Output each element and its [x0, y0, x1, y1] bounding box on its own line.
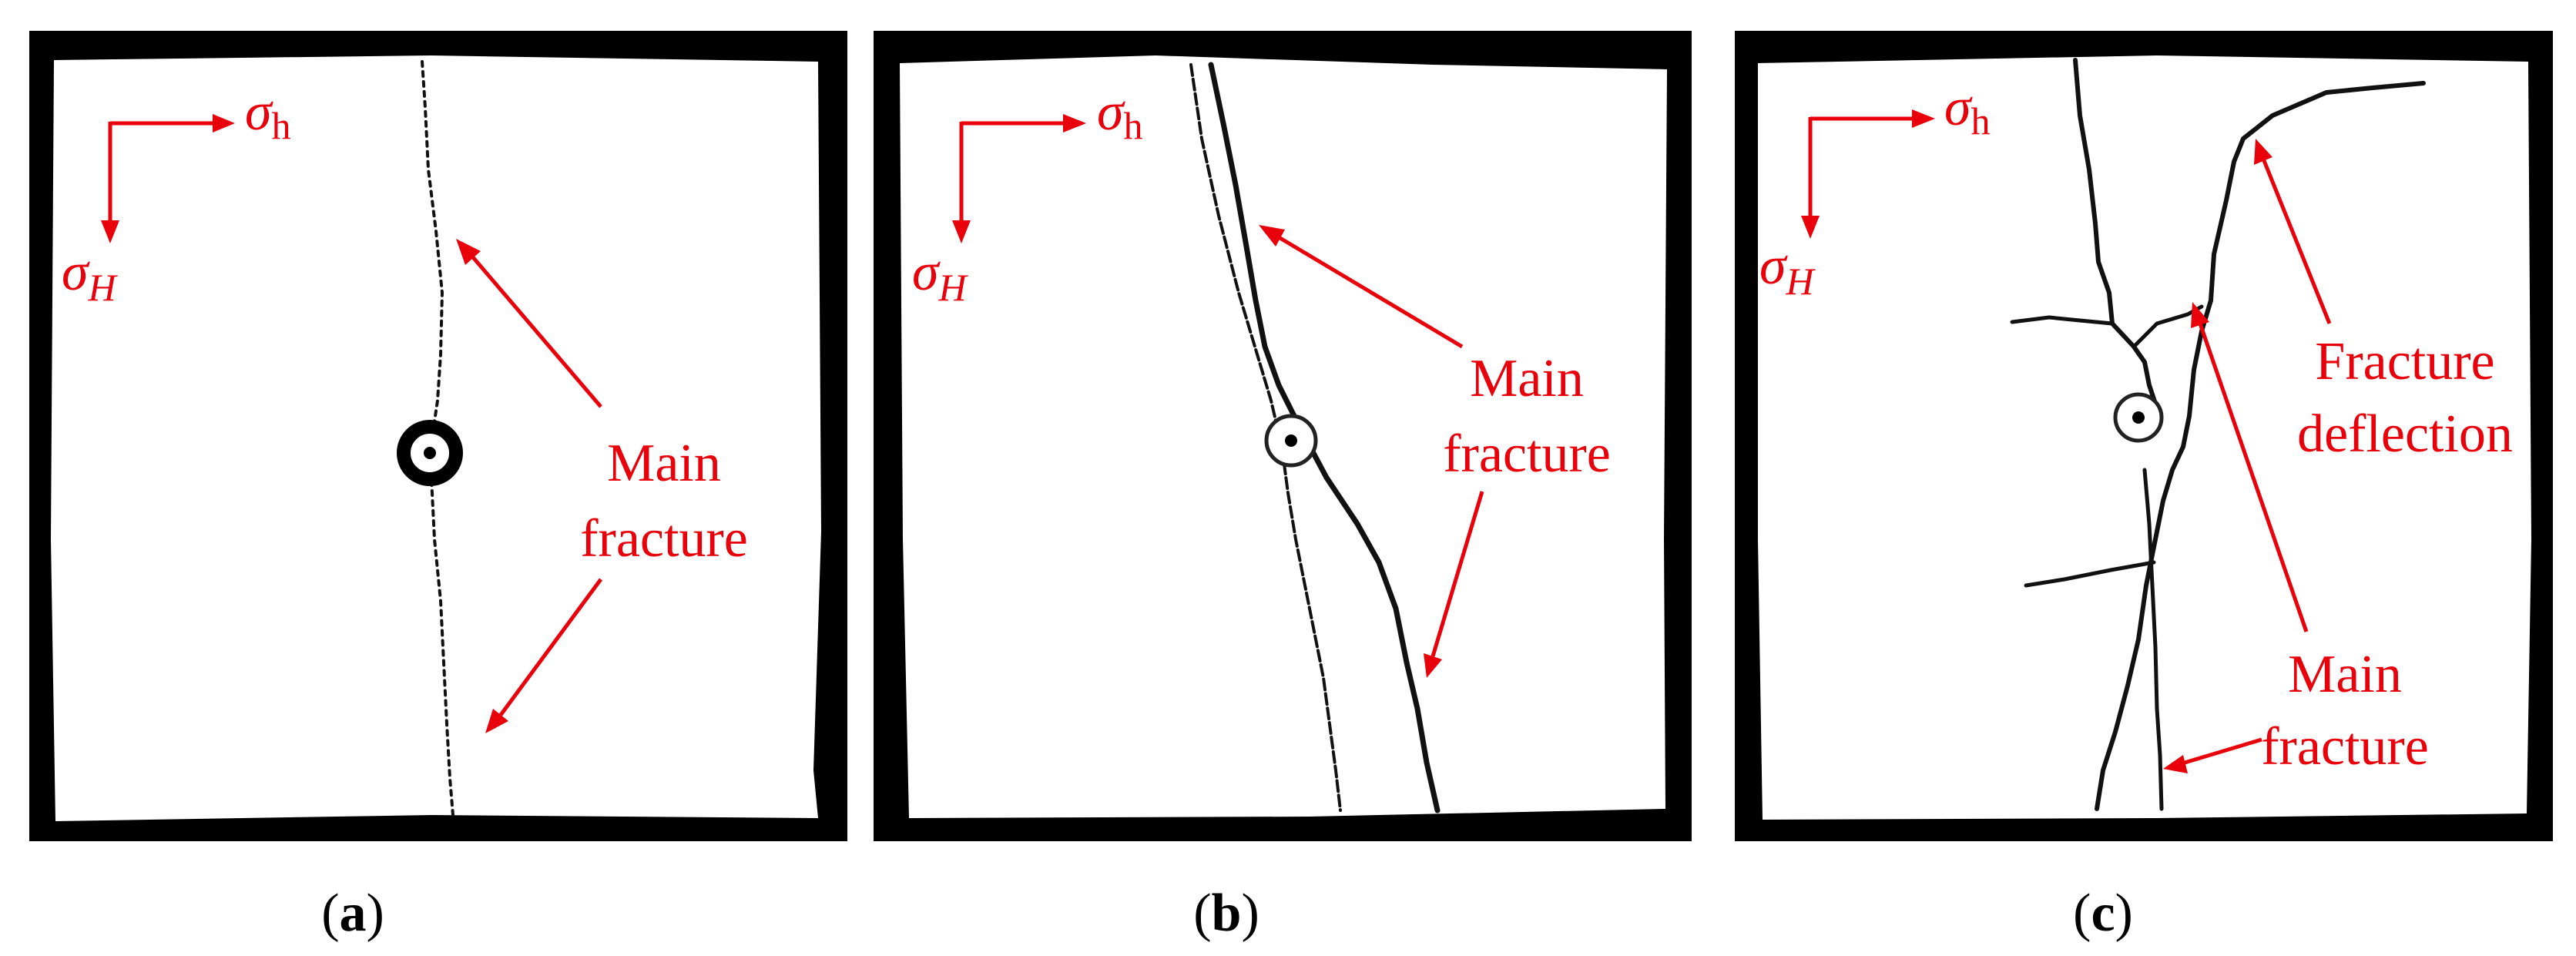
- panel-c-lower-main-fracture: [2142, 468, 2164, 811]
- panel-b-annotation-line2: fracture: [1443, 424, 1611, 484]
- panel-c-branch-lower-left: [2024, 560, 2156, 588]
- panel-a-wellbore-center: [424, 447, 436, 459]
- panel-c-sigma-h-label: σh: [1944, 78, 1991, 143]
- panel-a-sigma-h-label: σh: [245, 82, 291, 147]
- panel-c: σh σH Fracture deflection Main fracture …: [1735, 31, 2553, 943]
- panel-b-main-fracture-right: [1208, 62, 1441, 813]
- panel-c-caption: (c): [2073, 884, 2133, 943]
- panel-b-sigma-H-label: σH: [912, 243, 969, 309]
- panel-c-sigma-H-label: σH: [1759, 236, 1816, 303]
- panel-b-main-fracture-annotation: Main fracture: [1259, 225, 1611, 678]
- panel-c-annotation2-line1: Main: [2288, 645, 2402, 704]
- panel-a-sigma-H-label: σH: [62, 243, 119, 309]
- panel-c-main-fracture-annotation: Main fracture: [2163, 302, 2429, 777]
- panel-c-annotation1-line2: deflection: [2297, 404, 2513, 464]
- panel-b: σh σH Main fracture (b): [874, 31, 1692, 943]
- panel-c-annotation2-line2: fracture: [2261, 717, 2429, 777]
- panel-c-deflected-fracture: [2095, 81, 2426, 811]
- panel-a-caption: (a): [321, 884, 384, 943]
- panel-b-sigma-h-label: σh: [1097, 82, 1143, 147]
- panel-c-annotation1-line1: Fracture: [2315, 332, 2494, 391]
- panel-a-stress-axes: σh σH: [62, 82, 291, 309]
- panel-c-fracture-deflection-annotation: Fracture deflection: [2254, 139, 2513, 464]
- panel-c-stress-axes: σh σH: [1759, 78, 1991, 303]
- panel-c-wellbore-center: [2132, 411, 2145, 424]
- panel-b-caption: (b): [1193, 884, 1259, 943]
- panel-b-branch-fracture-left: [1189, 63, 1342, 812]
- panel-a-annotation-line2: fracture: [580, 509, 748, 569]
- panel-a-annotation-line1: Main: [607, 434, 721, 493]
- panel-b-wellbore-center: [1285, 434, 1297, 447]
- panel-a-main-fracture-annotation: Main fracture: [456, 239, 748, 733]
- panel-c-branch-upper-left: [2010, 315, 2115, 326]
- panel-c-left-fracture: [2073, 58, 2159, 411]
- panel-b-stress-axes: σh σH: [912, 82, 1143, 309]
- panel-b-annotation-line1: Main: [1470, 349, 1584, 408]
- panel-a: σh σH Main fracture (a): [29, 31, 847, 943]
